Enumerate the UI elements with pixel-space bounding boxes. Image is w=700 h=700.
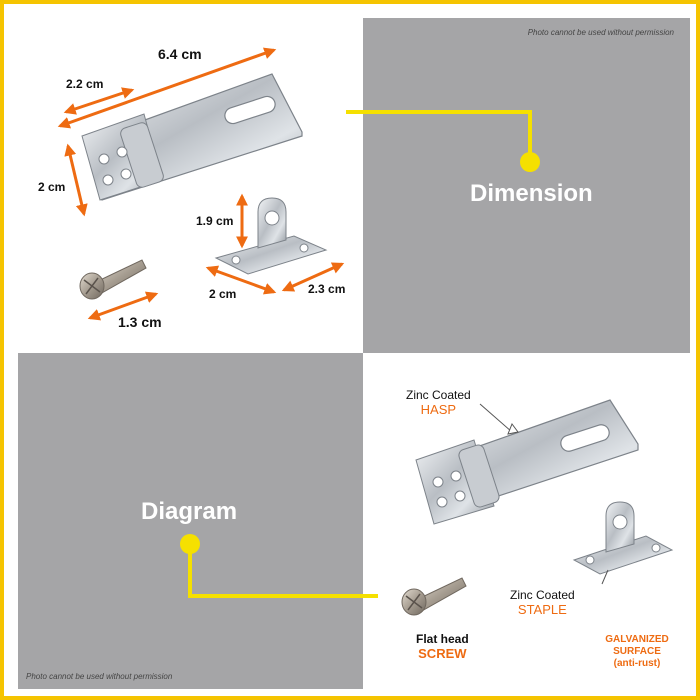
diagram-title: Diagram [141, 498, 238, 525]
hasp-length-label: 6.4 cm [158, 46, 202, 62]
screw-length-arrow [87, 291, 159, 321]
diagram-panel [363, 353, 690, 689]
dimension-connector [346, 110, 540, 172]
hasp-pointer-head [507, 422, 519, 435]
screw-caption: Flat head SCREW [416, 632, 469, 661]
hasp-caption: Zinc Coated HASP [406, 388, 471, 417]
staple-caption: Zinc Coated STAPLE [510, 588, 575, 617]
dimension-title-panel [363, 18, 690, 353]
staple-pointer [601, 569, 609, 585]
screw-image-top [79, 259, 147, 300]
staple-caption-line1: Zinc Coated [510, 588, 575, 602]
screw-caption-line1: Flat head [416, 632, 469, 646]
hasp-hinge-label: 2.2 cm [66, 77, 104, 91]
staple-width-arrow [205, 265, 277, 295]
staple-height-label: 1.9 cm [196, 214, 234, 228]
hasp-caption-line1: Zinc Coated [406, 388, 471, 402]
staple-depth-label: 2.3 cm [308, 282, 346, 296]
hasp-width-label: 2 cm [38, 180, 66, 194]
diagram-title-panel [18, 353, 363, 689]
dimension-title: Dimension [470, 180, 593, 207]
permission-notice-bottom: Photo cannot be used without permission [26, 672, 173, 681]
staple-image-top [214, 197, 328, 275]
staple-depth-arrow [281, 262, 345, 292]
hasp-hinge-arrow [63, 87, 135, 115]
illustration-layer [57, 47, 674, 616]
staple-caption-line2: STAPLE [517, 602, 567, 617]
staple-width-label: 2 cm [209, 287, 237, 301]
permission-notice-top: Photo cannot be used without permission [527, 28, 674, 37]
hasp-pointer [479, 403, 513, 433]
hasp-image-top [81, 73, 303, 201]
galvanized-caption: GALVANIZED SURFACE (anti-rust) [596, 634, 678, 670]
galvanized-line2: SURFACE [613, 646, 661, 657]
hasp-caption-line2: HASP [420, 402, 457, 417]
hasp-image-diagram [415, 399, 639, 525]
screw-length-label: 1.3 cm [118, 314, 162, 330]
screw-caption-line2: SCREW [418, 646, 467, 661]
galvanized-line1: GALVANIZED [605, 634, 669, 645]
galvanized-line3: (anti-rust) [613, 658, 661, 669]
diagram-connector [180, 534, 378, 598]
hasp-width-arrow [64, 143, 88, 217]
screw-image-diagram [401, 577, 467, 616]
staple-image-diagram [572, 501, 674, 575]
